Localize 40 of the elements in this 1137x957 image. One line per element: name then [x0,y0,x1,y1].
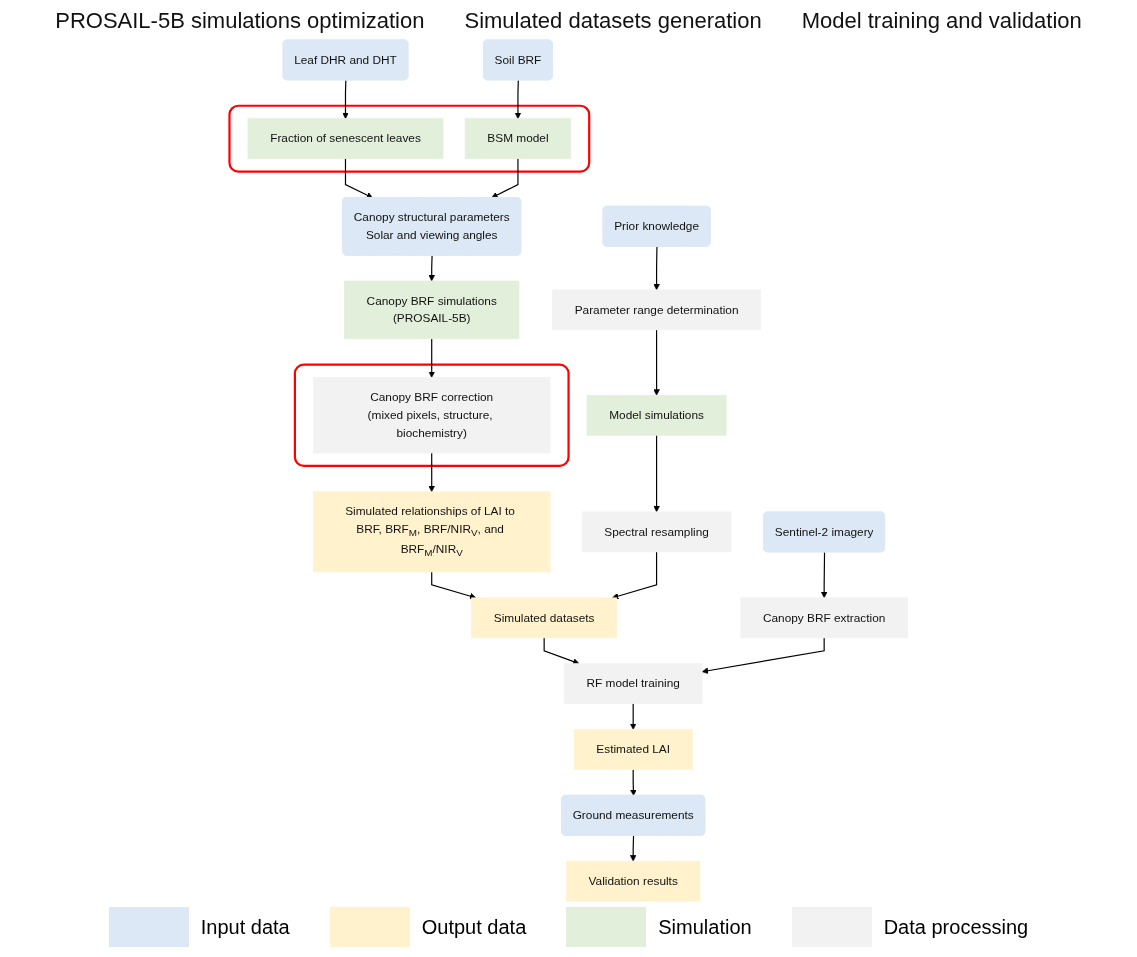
legend-label: Input data [200,915,290,939]
node-box: Canopy BRF simulations (PROSAIL-5B) [344,280,520,340]
arrow [342,79,349,119]
legend-label: Data processing [883,915,1029,939]
node-box: Simulated relationships of LAI to BRF, BRF$_{M}$, BRF/NIR$_{V}$, and BRF$_{M}$/NIR$_{V}$ [313,491,551,573]
legend-label: Output data [421,915,527,939]
arrow [428,338,435,378]
node-box: RF model training [563,663,703,704]
arrow [543,637,580,665]
arrow [653,329,660,396]
node-box: Estimated LAI [573,729,693,770]
arrow [514,79,522,119]
cluster [293,363,570,468]
arrow [431,571,477,600]
arrow [630,768,637,796]
node-box: Model simulations [586,394,727,436]
node-box: Spectral resampling [581,511,732,553]
column-heading: Simulated datasets generation [464,8,762,34]
node-box: Fraction of senescent leaves [247,118,444,159]
cluster [228,104,591,173]
column-heading: Model training and validation [801,8,1082,34]
node-box: Parameter range determination [552,289,762,331]
node-box: Canopy BRF extraction [740,597,908,639]
arrow [653,246,660,291]
arrow [428,254,435,282]
column-heading: PROSAIL-5B simulations optimization [55,8,425,34]
arrow [653,434,660,513]
arrow [629,835,637,862]
arrow [612,551,658,600]
arrow [820,551,828,599]
node-box: BSM model [464,118,572,159]
arrow [428,452,435,493]
node-box: Simulated datasets [471,597,618,639]
arrow [701,637,825,674]
legend-label: Simulation [658,915,752,939]
arrow [491,158,519,199]
node-box: Validation results [566,860,701,902]
arrow [344,158,373,199]
node-box: Canopy BRF correction (mixed pixels, structure, biochemistry) [313,377,551,454]
arrow [629,703,637,730]
